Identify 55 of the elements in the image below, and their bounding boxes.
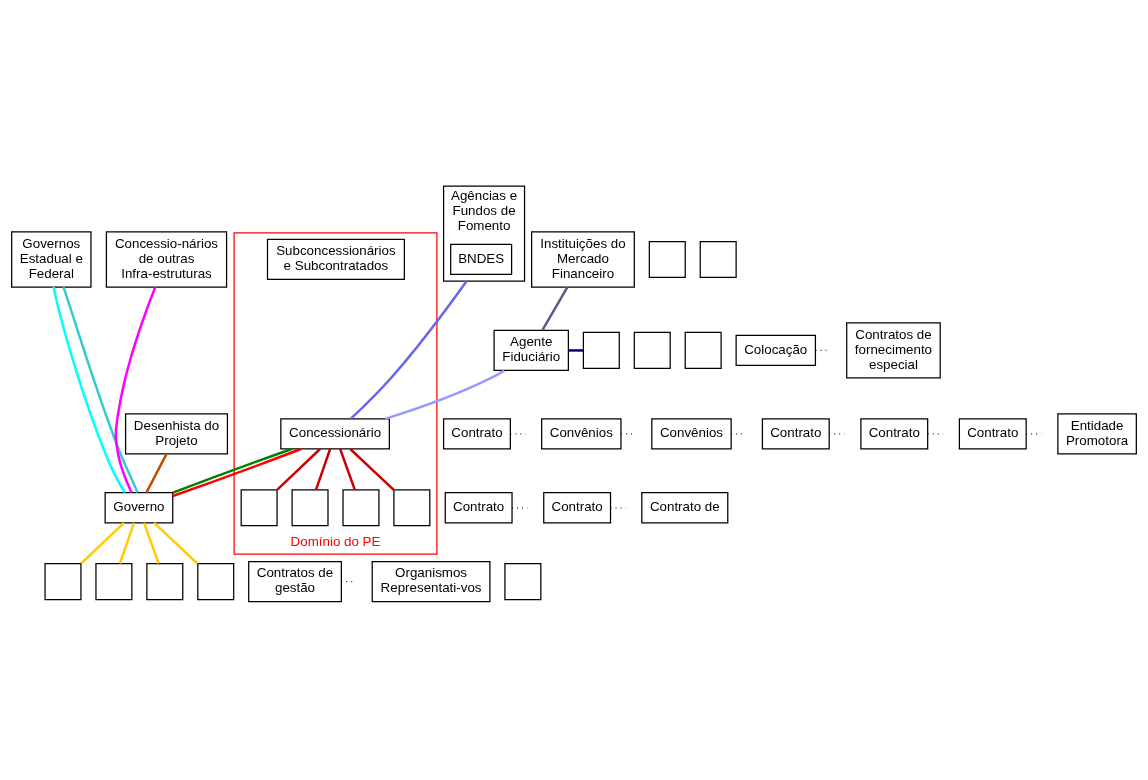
connector — [153, 521, 199, 565]
node-box: Contrato — [444, 491, 513, 523]
node-box: Contrato — [543, 491, 612, 523]
node-box: Contrato — [860, 417, 929, 450]
connector — [276, 447, 321, 491]
node-box: Contrato de — [641, 491, 729, 523]
connector — [384, 369, 505, 420]
connector — [118, 521, 136, 564]
node-box — [146, 562, 184, 600]
connector — [541, 285, 569, 331]
node-box: Contratos de fornecimento especial — [846, 321, 941, 379]
connector — [927, 432, 944, 435]
connector — [62, 286, 139, 493]
node-box: Organismos Representati-vos — [371, 560, 491, 602]
node-box — [699, 240, 737, 278]
connector — [114, 286, 157, 493]
node-box — [342, 488, 380, 526]
node-box — [240, 488, 278, 526]
connector — [52, 286, 127, 493]
connector — [80, 521, 125, 564]
node-box: Subconcessionários e Subcontratados — [266, 238, 405, 280]
node-box — [504, 562, 542, 600]
node-box: BNDES — [450, 243, 513, 275]
node-box — [44, 562, 82, 600]
node-box: Entidade Promotora — [1057, 412, 1137, 455]
connector — [314, 448, 332, 490]
node-box: Concessionário — [280, 417, 390, 450]
node-box — [582, 331, 620, 369]
node-box: Instituições do Mercado Financeiro — [531, 230, 635, 288]
node-box — [393, 488, 431, 526]
connector — [609, 506, 627, 508]
node-box — [684, 331, 722, 369]
node-box — [197, 562, 235, 600]
node-box: Desenhista do Projeto — [124, 412, 229, 455]
node-box: Contrato — [958, 417, 1027, 450]
connector — [568, 348, 584, 352]
node-box — [648, 240, 686, 278]
node-box: Contrato — [761, 417, 830, 450]
node-box: Governo — [104, 491, 174, 523]
connector — [339, 448, 356, 490]
node-box: Convênios — [541, 417, 622, 450]
node-box: Governos Estadual e Federal — [11, 230, 92, 288]
connector — [349, 447, 395, 491]
node-box: Convênios — [651, 417, 732, 450]
node-box: Concessio-nários de outras Infra-estruturas — [105, 230, 228, 288]
connector — [145, 453, 168, 493]
connector — [142, 521, 160, 564]
node-box — [95, 562, 133, 600]
node-box: Contrato — [442, 417, 511, 450]
node-box: Agente Fiduciário — [493, 329, 569, 371]
connector — [350, 279, 468, 420]
node-box — [291, 488, 329, 526]
node-box: Colocação — [735, 334, 817, 366]
node-box: Contratos de gestão — [248, 560, 342, 602]
node-box — [633, 331, 671, 369]
